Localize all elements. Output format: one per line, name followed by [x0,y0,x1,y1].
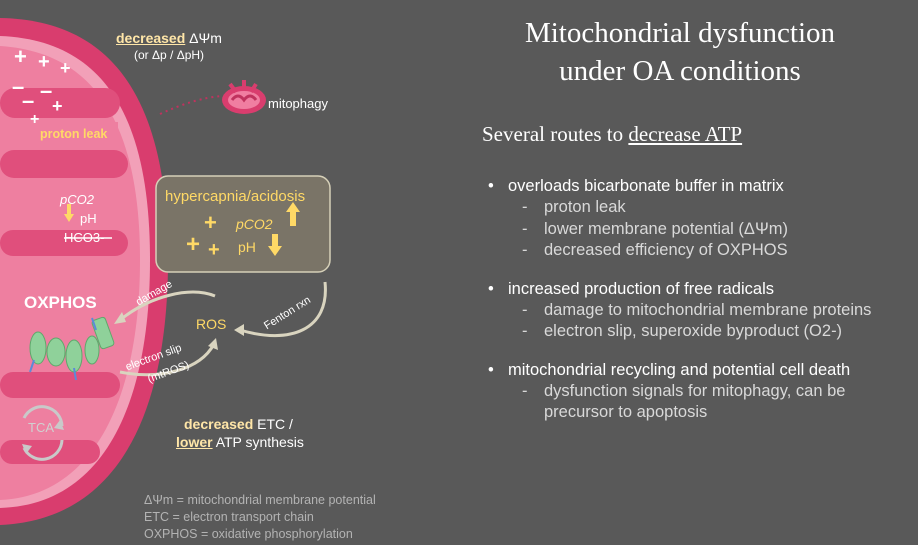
sub-item: -damage to mitochondrial membrane protei… [522,300,872,319]
electron-slip-arrow [119,343,216,377]
hypercapnia-title: hypercapnia/acidosis [165,188,306,205]
sub-item: -decreased efficiency of OXPHOS [522,241,788,259]
cristae [0,88,128,464]
svg-text:+: + [60,58,71,78]
charge-signs: + + + – – – + + [12,44,71,128]
sub-item: -proton leak [522,198,626,216]
lower-word: lower [176,434,213,450]
ros-label: ROS [196,316,227,332]
membrane-potential-label: decreased ΔΨm [116,30,222,46]
tca-cycle [22,405,64,461]
subtitle-emphasis: decrease ATP [628,122,743,146]
slide-title: Mitochondrial dysfunction under OA condi… [460,14,900,90]
sub-item: -electron slip, superoxide byproduct (O2… [522,322,843,340]
bullet-group: overloads bicarbonate buffer in matrix -… [488,176,918,262]
ph-down-arrow [268,234,282,256]
hypercapnia-ph: pH [238,239,256,255]
svg-text:+: + [204,210,217,235]
matrix-ph-label: pH [80,211,97,226]
svg-text:–: – [40,78,52,103]
tca-label: TCA [28,420,54,435]
bullet-list: overloads bicarbonate buffer in matrix -… [488,176,918,441]
oxphos-complexes [29,316,115,373]
subtitle-prefix: Several routes to [482,122,629,146]
fenton-arrow [239,281,327,338]
title-line-1: Mitochondrial dysfunction [524,17,836,49]
bullet-group: mitochondrial recycling and potential ce… [488,360,918,424]
decreased-word: decreased [116,30,186,46]
bullet-item: increased production of free radicals [488,279,918,300]
or-delta-p-label: (or Δp / ΔpH) [134,48,205,62]
bullet-item: overloads bicarbonate buffer in matrix [488,176,918,197]
hypercapnia-box [155,175,331,273]
matrix-hco3-label: HCO3- [64,230,105,245]
mitophagy-label: mitophagy [268,96,328,111]
slide-subtitle: Several routes to decrease ATP [482,122,742,147]
svg-text:+: + [38,51,50,73]
etc-label: decreased ETC / [184,416,293,432]
pco2-up-arrow [286,202,300,226]
svg-text:+: + [14,44,27,69]
etc-rest: ETC / [253,416,293,432]
mitophagy-connector [159,95,223,115]
svg-text:–: – [22,88,34,113]
mitochondrion-diagram: + + + – – – + + + + + [0,18,331,525]
atp-rest: ATP synthesis [212,434,304,450]
legend-item: ΔΨm = mitochondrial membrane potential [144,493,376,507]
bullet-item: mitochondrial recycling and potential ce… [488,360,918,381]
matrix-ph-down-arrow [64,204,74,222]
atp-label: lower ATP synthesis [176,434,304,450]
svg-text:+: + [186,231,200,258]
svg-text:+: + [208,239,220,261]
matrix-pco2-label: pCO2 [60,192,94,207]
sub-item: -dysfunction signals for mitophagy, can … [522,381,846,422]
svg-text:+: + [52,96,63,116]
legend-item: ETC = electron transport chain [144,510,314,524]
proton-leak-label: proton leak [40,127,108,141]
legend-item: OXPHOS = oxidative phosphorylation [144,527,353,541]
damage-arrow [119,290,216,322]
sub-item: -lower membrane potential (ΔΨm) [522,219,788,238]
bullet-group: increased production of free radicals -d… [488,279,918,343]
svg-text:+: + [30,111,39,128]
hypercapnia-pco2: pCO2 [236,216,273,232]
oxphos-label: OXPHOS [24,293,97,312]
delta-psi: ΔΨm [185,30,222,46]
mitophagy-icon [222,80,266,114]
title-line-2: under OA conditions [559,55,801,87]
abbreviation-legend: ΔΨm = mitochondrial membrane potential E… [144,492,376,543]
etc-decreased: decreased [184,416,254,432]
svg-text:–: – [12,74,24,99]
